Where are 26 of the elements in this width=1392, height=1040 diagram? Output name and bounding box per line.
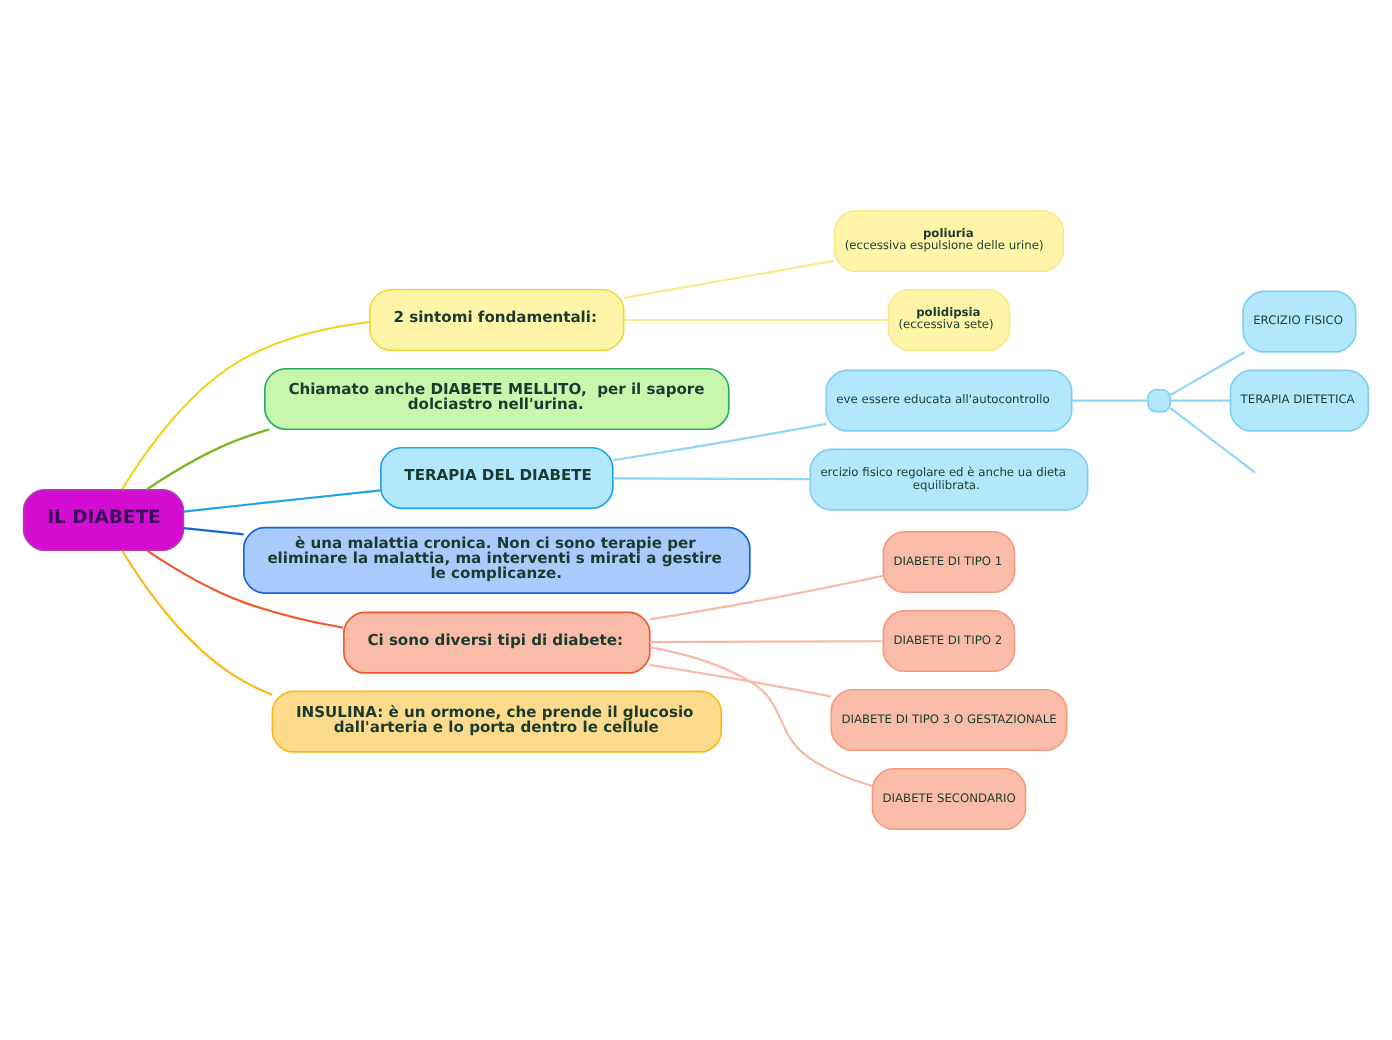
- connector: [121, 320, 370, 490]
- connector: [649, 640, 883, 644]
- connector: [146, 549, 344, 629]
- connector: [1072, 399, 1148, 402]
- node-box: [1147, 388, 1171, 413]
- connector: [612, 477, 810, 481]
- connector: [612, 422, 827, 462]
- connector: [183, 489, 381, 513]
- node-box: Ci sono diversi tipi di diabete:: [343, 611, 651, 674]
- connector: [1170, 399, 1231, 402]
- connector: [121, 550, 273, 696]
- connector: [183, 527, 244, 536]
- connector: [146, 428, 270, 491]
- node-box: IL DIABETE: [22, 488, 185, 552]
- connector: [650, 574, 884, 621]
- node-box: TERAPIA DEL DIABETE: [380, 446, 614, 510]
- node-box: 2 sintomi fondamentali:: [369, 288, 625, 352]
- connector: [1169, 406, 1256, 474]
- node-box: Chiamato anche DIABETE MELLITO, per il sapore dolciastro nell'urina.: [264, 367, 730, 431]
- node-box: INSULINA: è un ormone, che prende il glucosio dall'arteria e lo porta dentro le cellule: [271, 690, 723, 753]
- connector: [624, 318, 889, 322]
- connector: [1169, 351, 1246, 397]
- connector: [650, 646, 873, 787]
- node-box: è una malattia cronica. Non ci sono terapie per eliminare la malattia, ma interventi s mirati a gestire le complicanze.: [243, 526, 751, 594]
- connector: [623, 259, 835, 299]
- connector: [650, 663, 832, 698]
